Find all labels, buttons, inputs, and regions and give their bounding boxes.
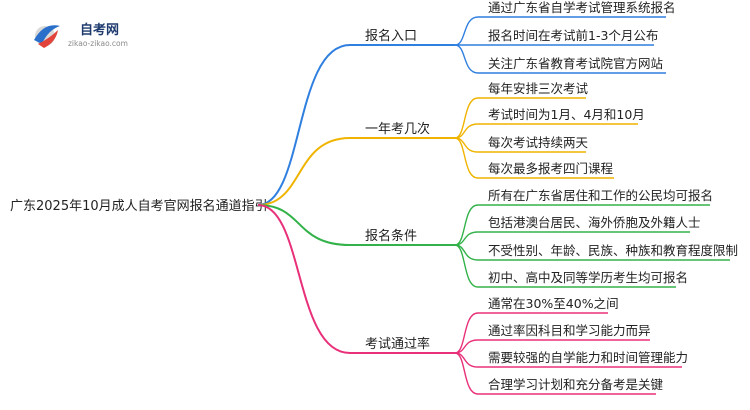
leaf-connector: [454, 137, 479, 179]
branch-label: 考试通过率: [365, 336, 430, 352]
leaf-label: 通过率因科目和学习能力而异: [488, 323, 651, 338]
leaf-label: 关注广东省教育考试院官方网站: [488, 56, 663, 71]
branch-3: 报名条件 所有在广东省居住和工作的公民均可报名包括港澳台居民、海外侨胞及外籍人士不…: [257, 188, 738, 288]
leaf-label: 报名时间在考试前1-3个月公布: [488, 28, 658, 43]
branch-4: 考试通过率 通常在30%至40%之间通过率因科目和学习能力而异需要较强的自学能力和…: [257, 204, 688, 395]
branch-label: 报名入口: [365, 28, 417, 44]
logo: 自考网 zikao-zikao.com: [34, 22, 128, 48]
branch-2: 一年考几次 每年安排三次考试考试时间为1月、4月和10月每次考试持续两天每次最多报…: [257, 81, 645, 206]
leaf-label: 不受性别、年龄、民族、种族和教育程度限制: [488, 243, 738, 258]
logo-title: 自考网: [80, 22, 119, 38]
leaf-connector: [454, 312, 479, 354]
logo-subtitle: zikao-zikao.com: [68, 39, 128, 48]
leaf-label: 通常在30%至40%之间: [488, 296, 619, 311]
leaf-label: 所有在广东省居住和工作的公民均可报名: [488, 188, 713, 203]
leaf-label: 通过广东省自学考试管理系统报名: [488, 0, 676, 15]
branch-connector: [257, 204, 351, 354]
branch-connector: [257, 204, 351, 246]
leaf-label: 包括港澳台居民、海外侨胞及外籍人士: [488, 215, 701, 230]
leaf-label: 考试时间为1月、4月和10月: [488, 107, 645, 122]
leaf-label: 每次考试持续两天: [488, 135, 589, 150]
branches-layer: 报名入口 通过广东省自学考试管理系统报名报名时间在考试前1-3个月公布关注广东省教…: [257, 0, 738, 395]
branch-connector: [257, 137, 351, 206]
leaf-connector: [454, 244, 479, 288]
leaf-label: 需要较强的自学能力和时间管理能力: [488, 350, 688, 365]
leaf-connector: [454, 44, 479, 74]
leaf-connector: [454, 16, 479, 46]
branch-connector: [257, 44, 351, 206]
logo-mark-red-swoosh: [38, 30, 58, 48]
leaf-label: 初中、高中及同等学历考生均可报名: [488, 270, 688, 285]
leaf-label: 合理学习计划和充分备考是关键: [488, 377, 664, 392]
root-topic: 广东2025年10月成人自考官网报名通道指引: [10, 198, 268, 214]
branch-label: 一年考几次: [365, 121, 430, 137]
leaf-connector: [454, 204, 479, 246]
branch-label: 报名条件: [365, 228, 417, 244]
leaf-connector: [454, 97, 479, 139]
leaf-label: 每次最多报考四门课程: [488, 161, 614, 176]
leaf-label: 每年安排三次考试: [488, 81, 589, 96]
leaf-connector: [454, 352, 479, 395]
branch-1: 报名入口 通过广东省自学考试管理系统报名报名时间在考试前1-3个月公布关注广东省教…: [257, 0, 676, 206]
logo-mark-blue-swoosh: [34, 25, 60, 44]
